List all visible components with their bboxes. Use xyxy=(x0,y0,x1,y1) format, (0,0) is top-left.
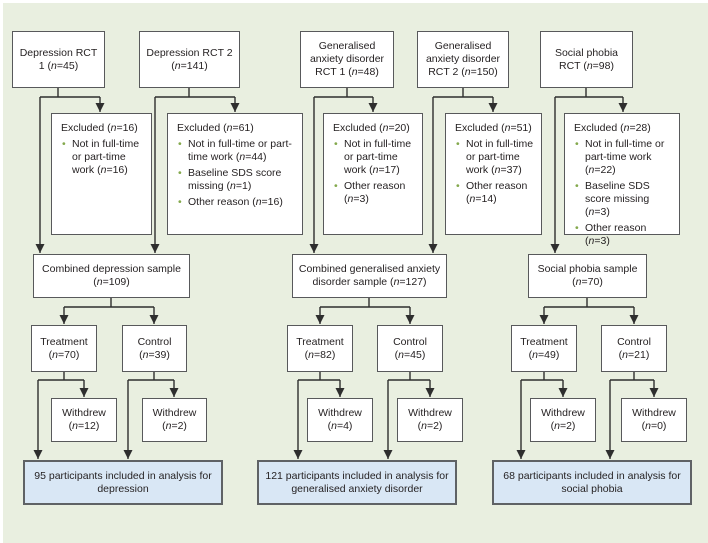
withdrew-label: Withdrew (n=2) xyxy=(408,407,452,432)
combined-label: Social phobia sample (n=70) xyxy=(537,263,638,288)
excluded-reason: Baseline SDS score missing (n=3) xyxy=(574,180,673,219)
withdrew-label: Withdrew (n=12) xyxy=(62,407,106,432)
combined-label: Combined depression sample (n=109) xyxy=(42,263,181,288)
trial-label: Generalised anxiety disorder RCT 2 (n=15… xyxy=(425,40,501,78)
excluded-title: Excluded (n=16) xyxy=(61,122,138,134)
excluded-reasons: Not in full-time or part-time work (n=44… xyxy=(177,138,296,209)
box-withdrew-treatment-social-phobia: Withdrew (n=2) xyxy=(530,398,596,442)
box-excluded-depression-rct-2: Excluded (n=61) Not in full-time or part… xyxy=(167,113,303,235)
excluded-reason: Not in full-time or part-time work (n=17… xyxy=(333,138,416,177)
excluded-reason: Not in full-time or part-time work (n=16… xyxy=(61,138,145,177)
final-label: 121 participants included in analysis fo… xyxy=(265,469,449,495)
page-margin-left xyxy=(0,0,3,543)
arm-label: Control (n=39) xyxy=(137,335,172,361)
box-gad-rct-1: Generalised anxiety disorder RCT 1 (n=48… xyxy=(300,31,394,88)
box-withdrew-control-depression: Withdrew (n=2) xyxy=(142,398,207,442)
box-combined-gad-sample: Combined generalised anxiety disorder sa… xyxy=(292,254,447,298)
arm-label: Treatment (n=82) xyxy=(296,335,344,361)
box-treatment-gad: Treatment (n=82) xyxy=(287,325,353,372)
box-combined-depression-sample: Combined depression sample (n=109) xyxy=(33,254,190,298)
box-excluded-gad-rct-2: Excluded (n=51) Not in full-time or part… xyxy=(445,113,542,235)
withdrew-label: Withdrew (n=0) xyxy=(632,407,676,432)
box-control-depression: Control (n=39) xyxy=(122,325,187,372)
excluded-reason: Other reason (n=3) xyxy=(574,222,673,248)
final-label: 68 participants included in analysis for… xyxy=(503,469,681,495)
trial-label: Social phobia RCT (n=98) xyxy=(554,46,619,72)
box-excluded-gad-rct-1: Excluded (n=20) Not in full-time or part… xyxy=(323,113,423,235)
box-control-social-phobia: Control (n=21) xyxy=(601,325,667,372)
arm-label: Treatment (n=70) xyxy=(40,335,88,361)
box-depression-rct-2: Depression RCT 2 (n=141) xyxy=(139,31,240,88)
withdrew-label: Withdrew (n=2) xyxy=(541,407,585,432)
withdrew-label: Withdrew (n=4) xyxy=(318,407,362,432)
excluded-reason: Baseline SDS score missing (n=1) xyxy=(177,167,296,193)
excluded-reason: Not in full-time or part-time work (n=44… xyxy=(177,138,296,164)
page-margin-top xyxy=(0,0,708,3)
box-gad-rct-2: Generalised anxiety disorder RCT 2 (n=15… xyxy=(417,31,509,88)
box-withdrew-control-gad: Withdrew (n=2) xyxy=(397,398,463,442)
excluded-title: Excluded (n=20) xyxy=(333,122,410,134)
arm-label: Control (n=21) xyxy=(617,335,651,361)
excluded-reason: Not in full-time or part-time work (n=22… xyxy=(574,138,673,177)
excluded-title: Excluded (n=51) xyxy=(455,122,532,134)
box-final-analysis-depression: 95 participants included in analysis for… xyxy=(23,460,223,505)
excluded-reason: Other reason (n=3) xyxy=(333,180,416,206)
box-treatment-depression: Treatment (n=70) xyxy=(31,325,97,372)
box-withdrew-treatment-gad: Withdrew (n=4) xyxy=(307,398,373,442)
excluded-reasons: Not in full-time or part-time work (n=17… xyxy=(333,138,416,206)
box-final-analysis-social-phobia: 68 participants included in analysis for… xyxy=(492,460,692,505)
withdrew-label: Withdrew (n=2) xyxy=(152,407,197,432)
arm-label: Control (n=45) xyxy=(393,335,427,361)
trial-label: Depression RCT 2 (n=141) xyxy=(146,46,233,72)
box-social-phobia-rct: Social phobia RCT (n=98) xyxy=(540,31,633,88)
combined-label: Combined generalised anxiety disorder sa… xyxy=(298,263,441,288)
excluded-reasons: Not in full-time or part-time work (n=16… xyxy=(61,138,145,177)
box-control-gad: Control (n=45) xyxy=(377,325,443,372)
excluded-reason: Other reason (n=14) xyxy=(455,180,535,206)
arm-label: Treatment (n=49) xyxy=(520,335,568,361)
excluded-title: Excluded (n=61) xyxy=(177,122,254,134)
trial-label: Generalised anxiety disorder RCT 1 (n=48… xyxy=(309,40,385,78)
box-treatment-social-phobia: Treatment (n=49) xyxy=(511,325,577,372)
box-final-analysis-gad: 121 participants included in analysis fo… xyxy=(257,460,457,505)
excluded-reasons: Not in full-time or part-time work (n=22… xyxy=(574,138,673,248)
box-social-phobia-sample: Social phobia sample (n=70) xyxy=(528,254,647,298)
box-excluded-social-phobia: Excluded (n=28) Not in full-time or part… xyxy=(564,113,680,247)
trial-label: Depression RCT 1 (n=45) xyxy=(19,46,98,72)
final-label: 95 participants included in analysis for… xyxy=(34,469,212,495)
box-excluded-depression-rct-1: Excluded (n=16) Not in full-time or part… xyxy=(51,113,152,235)
box-withdrew-treatment-depression: Withdrew (n=12) xyxy=(51,398,117,442)
box-depression-rct-1: Depression RCT 1 (n=45) xyxy=(12,31,105,88)
excluded-reason: Not in full-time or part-time work (n=37… xyxy=(455,138,535,177)
excluded-title: Excluded (n=28) xyxy=(574,122,651,134)
excluded-reason: Other reason (n=16) xyxy=(177,196,296,209)
excluded-reasons: Not in full-time or part-time work (n=37… xyxy=(455,138,535,206)
box-withdrew-control-social-phobia: Withdrew (n=0) xyxy=(621,398,687,442)
